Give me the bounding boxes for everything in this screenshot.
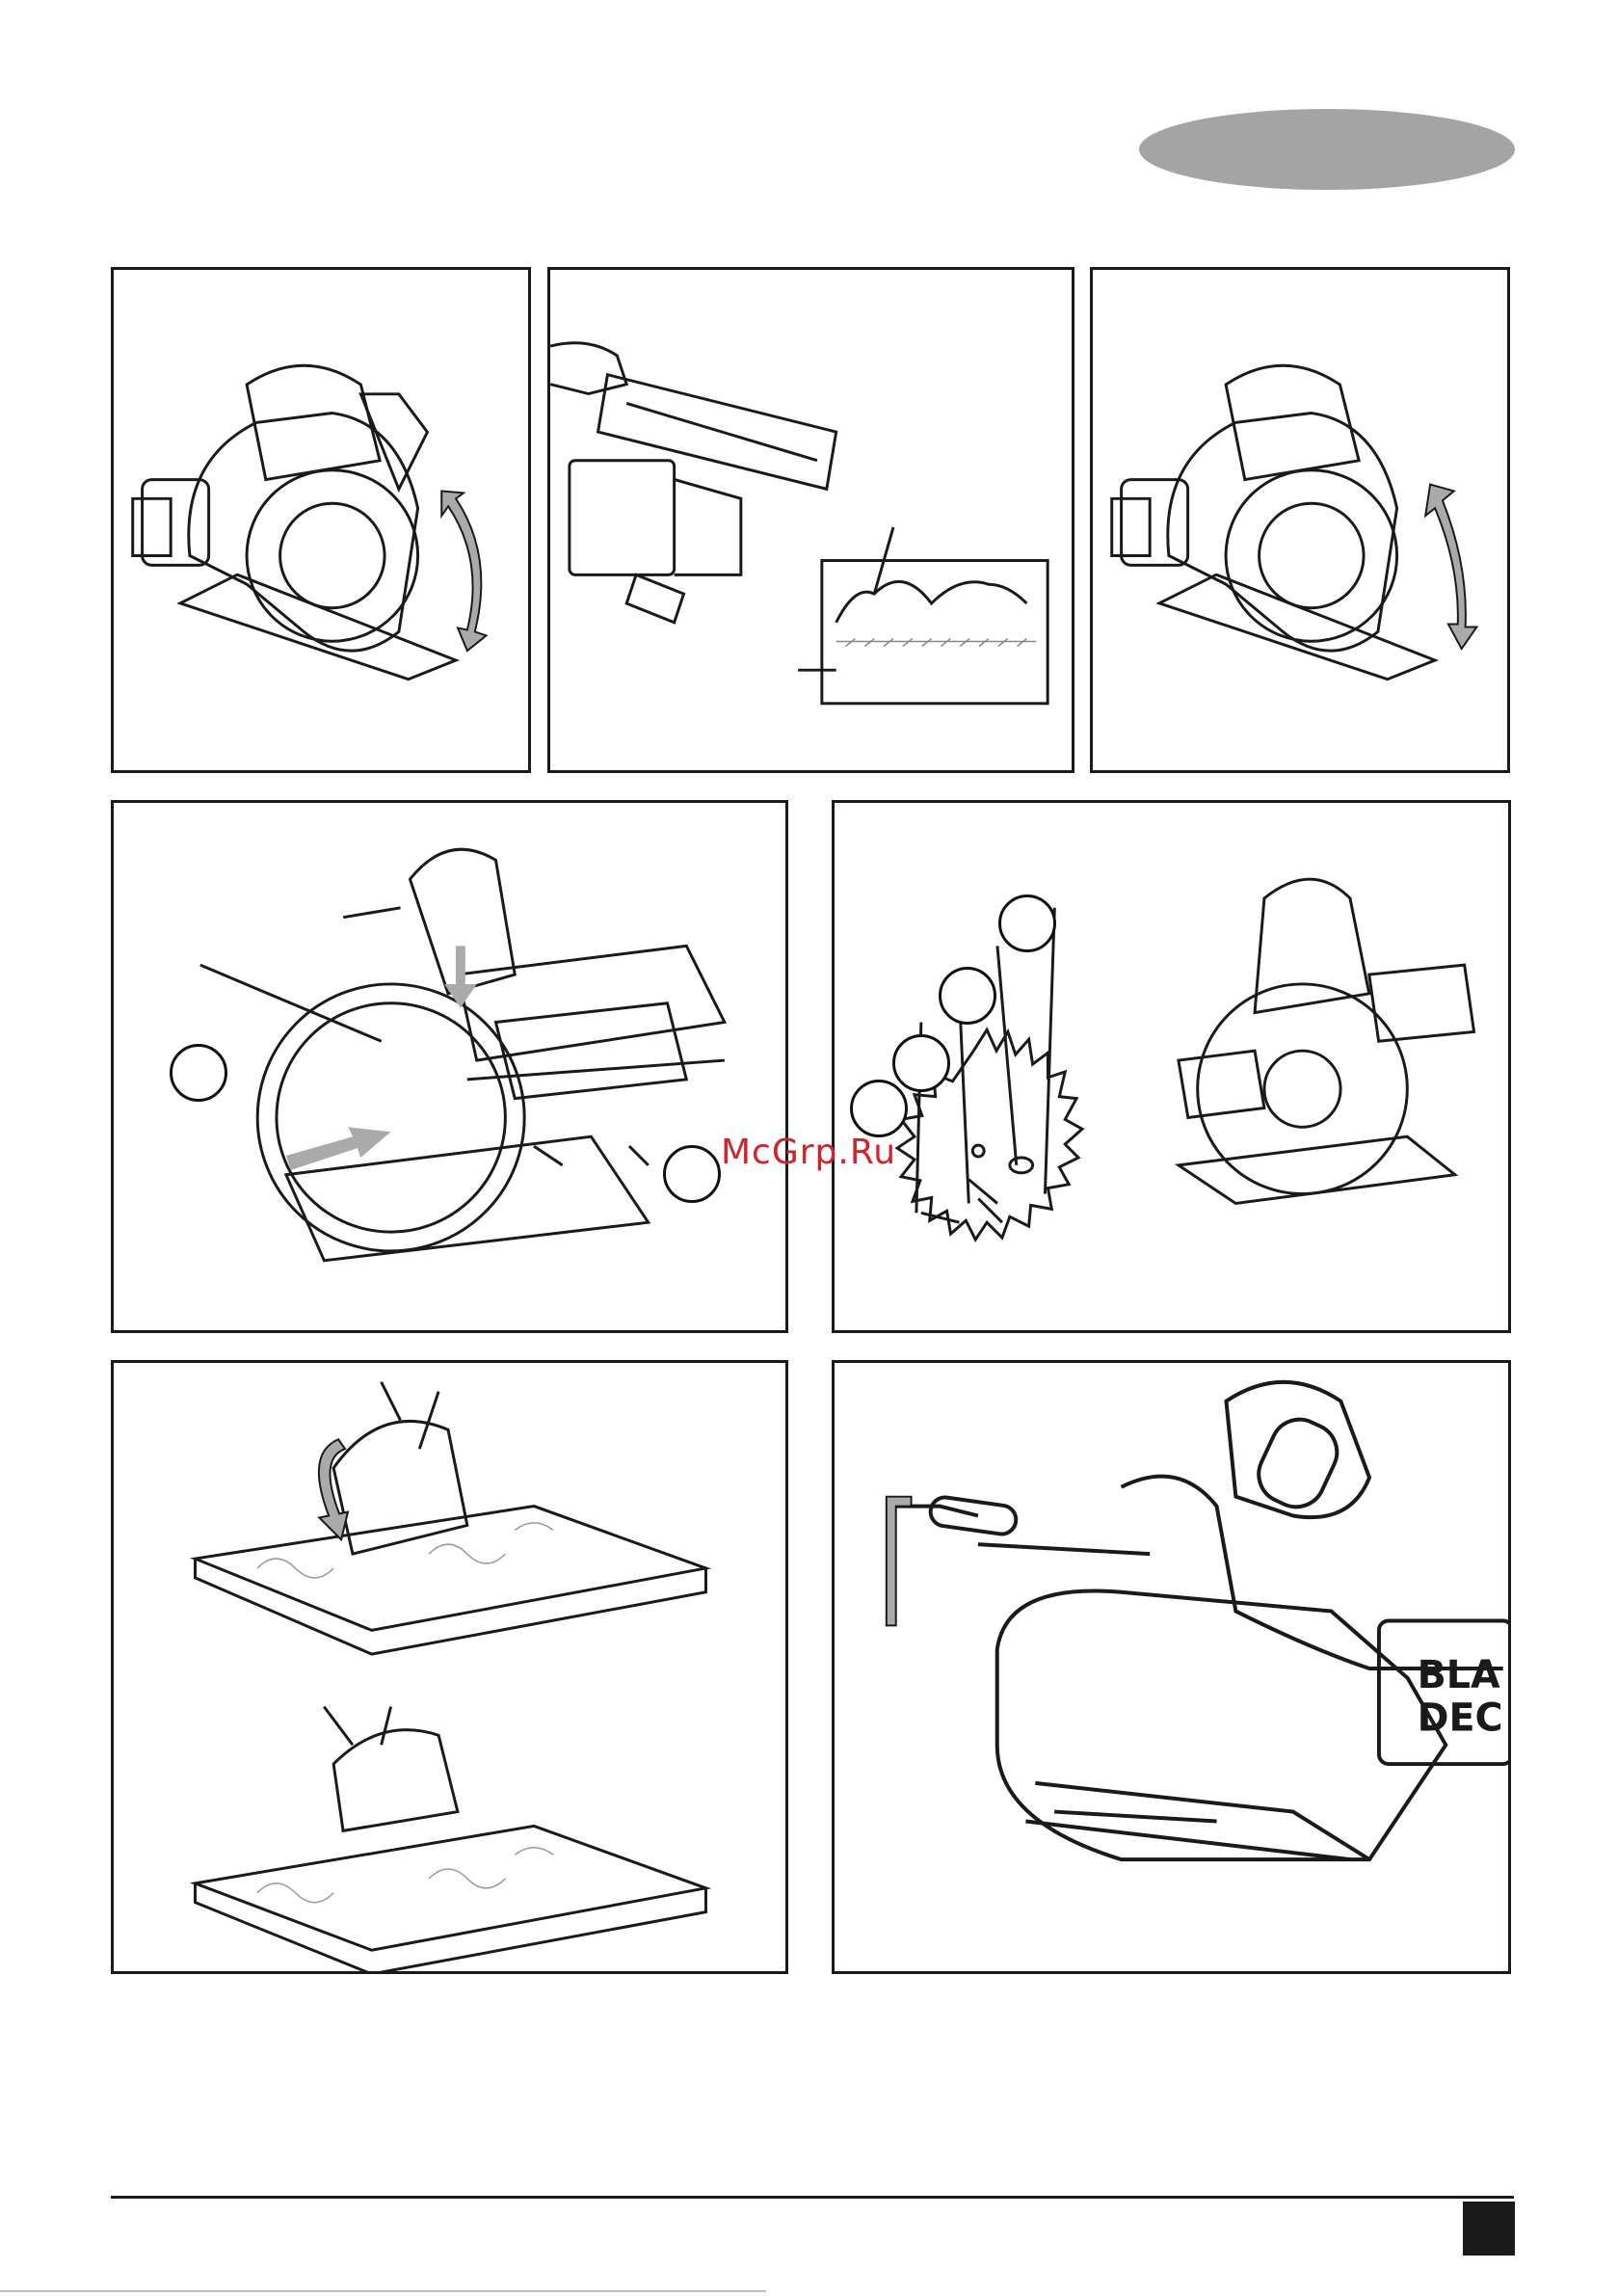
watermark-text: McGrp.Ru bbox=[721, 1133, 896, 1172]
figure-panel-blade-parts bbox=[832, 800, 1511, 1333]
callout-circle-3 bbox=[892, 1034, 950, 1092]
saw-illustration-a bbox=[114, 270, 528, 770]
callout-circle-2 bbox=[939, 967, 996, 1025]
bottom-scan-line bbox=[0, 2290, 766, 2292]
logo-text-line1: BLA bbox=[1418, 1653, 1500, 1697]
figure-panel-depth-adjust bbox=[111, 267, 531, 773]
figure-panel-bevel-adjust bbox=[1090, 267, 1510, 773]
saw-illustration-g: BLA DEC bbox=[835, 1363, 1508, 1971]
page-number-box bbox=[1463, 2202, 1515, 2256]
figure-panel-base-cut bbox=[547, 267, 1074, 773]
figure-panel-sawing bbox=[111, 1360, 788, 1974]
saw-illustration-f bbox=[114, 1363, 785, 1971]
figure-panel-hex-key-storage: BLA DEC bbox=[832, 1360, 1511, 1974]
saw-illustration-c bbox=[1093, 270, 1507, 770]
figure-panel-blade-lock bbox=[111, 800, 788, 1333]
callout-circle-left bbox=[170, 1044, 227, 1102]
callout-circle-1 bbox=[998, 894, 1056, 952]
language-tab bbox=[1139, 109, 1515, 190]
saw-illustration-b bbox=[550, 270, 1072, 770]
callout-circle-right bbox=[663, 1145, 721, 1203]
logo-text-line2: DEC bbox=[1418, 1695, 1503, 1740]
callout-circle-4 bbox=[850, 1080, 908, 1137]
footer-rule bbox=[111, 2196, 1514, 2199]
